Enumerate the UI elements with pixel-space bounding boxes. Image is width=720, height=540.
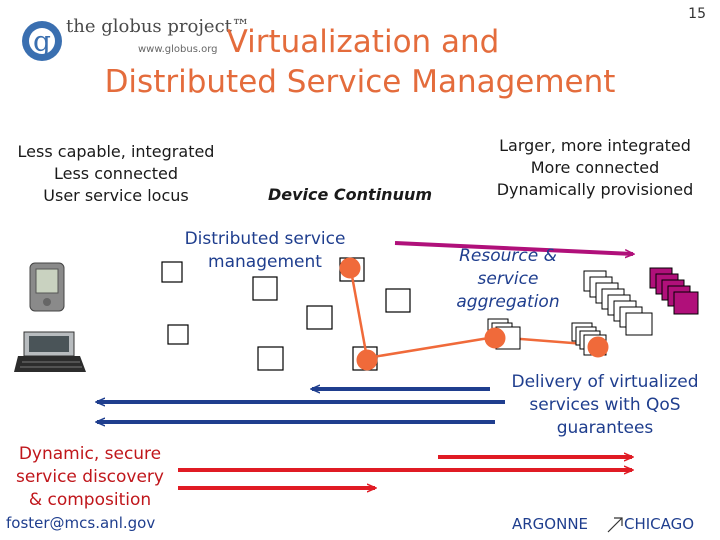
right-info-line2: More connected (530, 158, 660, 177)
device-continuum-label: Device Continuum (267, 185, 433, 204)
aggregation-line3: aggregation (456, 292, 560, 312)
delivery-line2: services with QoS (529, 395, 681, 415)
box-stack-white-1 (583, 270, 653, 336)
delivery-line3: guarantees (556, 418, 654, 438)
service-node (339, 257, 361, 279)
service-box (161, 261, 183, 283)
argonne-chicago-arrow-icon (607, 517, 623, 533)
distributed-line2: management (208, 252, 322, 272)
svg-text:g: g (33, 25, 51, 58)
discovery-label: Dynamic, secure service discovery & comp… (0, 443, 180, 512)
left-info-line1: Less capable, integrated (17, 142, 215, 161)
aggregation-arrow (394, 241, 633, 254)
logo-text: the globus project™ (66, 16, 250, 37)
service-node (587, 336, 609, 358)
footer-argonne: ARGONNE (512, 515, 589, 533)
globus-logo: g the globus project™ www.globus.org (20, 16, 250, 72)
service-box (252, 276, 278, 301)
slide-title-line1: Virtualization and (226, 24, 500, 60)
left-info-line2: Less connected (53, 164, 178, 183)
service-box (257, 346, 284, 371)
logo-url: www.globus.org (138, 44, 218, 55)
right-info: Larger, more integrated More connected D… (470, 135, 720, 201)
discovery-line2: service discovery (16, 467, 164, 487)
left-info-line3: User service locus (43, 186, 189, 205)
service-box (306, 305, 333, 330)
delivery-line1: Delivery of virtualized (511, 372, 699, 392)
service-node (484, 327, 506, 349)
footer-email: foster@mcs.anl.gov (6, 514, 156, 532)
service-box (167, 324, 189, 345)
globus-g-icon: g (22, 21, 62, 61)
distributed-line1: Distributed service (184, 229, 346, 249)
handheld-pc-icon (14, 331, 86, 372)
aggregation-line2: service (477, 269, 539, 289)
discovery-line3: & composition (28, 490, 152, 510)
box-stack-magenta (649, 267, 699, 315)
aggregation-label: Resource & service aggregation (440, 245, 576, 314)
footer-chicago: CHICAGO (624, 515, 695, 533)
service-box (385, 288, 411, 313)
page-number: 15 (688, 6, 706, 22)
left-info: Less capable, integrated Less connected … (0, 141, 232, 207)
distributed-service-label: Distributed service management (160, 228, 370, 274)
pda-device-icon (29, 262, 65, 312)
discovery-line1: Dynamic, secure (18, 444, 162, 464)
slide-title-line2: Distributed Service Management (104, 64, 616, 100)
aggregation-line1: Resource & (459, 246, 557, 266)
right-info-line3: Dynamically provisioned (496, 180, 694, 199)
delivery-label: Delivery of virtualized services with Qo… (490, 371, 720, 440)
service-node (356, 349, 378, 371)
right-info-line1: Larger, more integrated (499, 136, 691, 155)
